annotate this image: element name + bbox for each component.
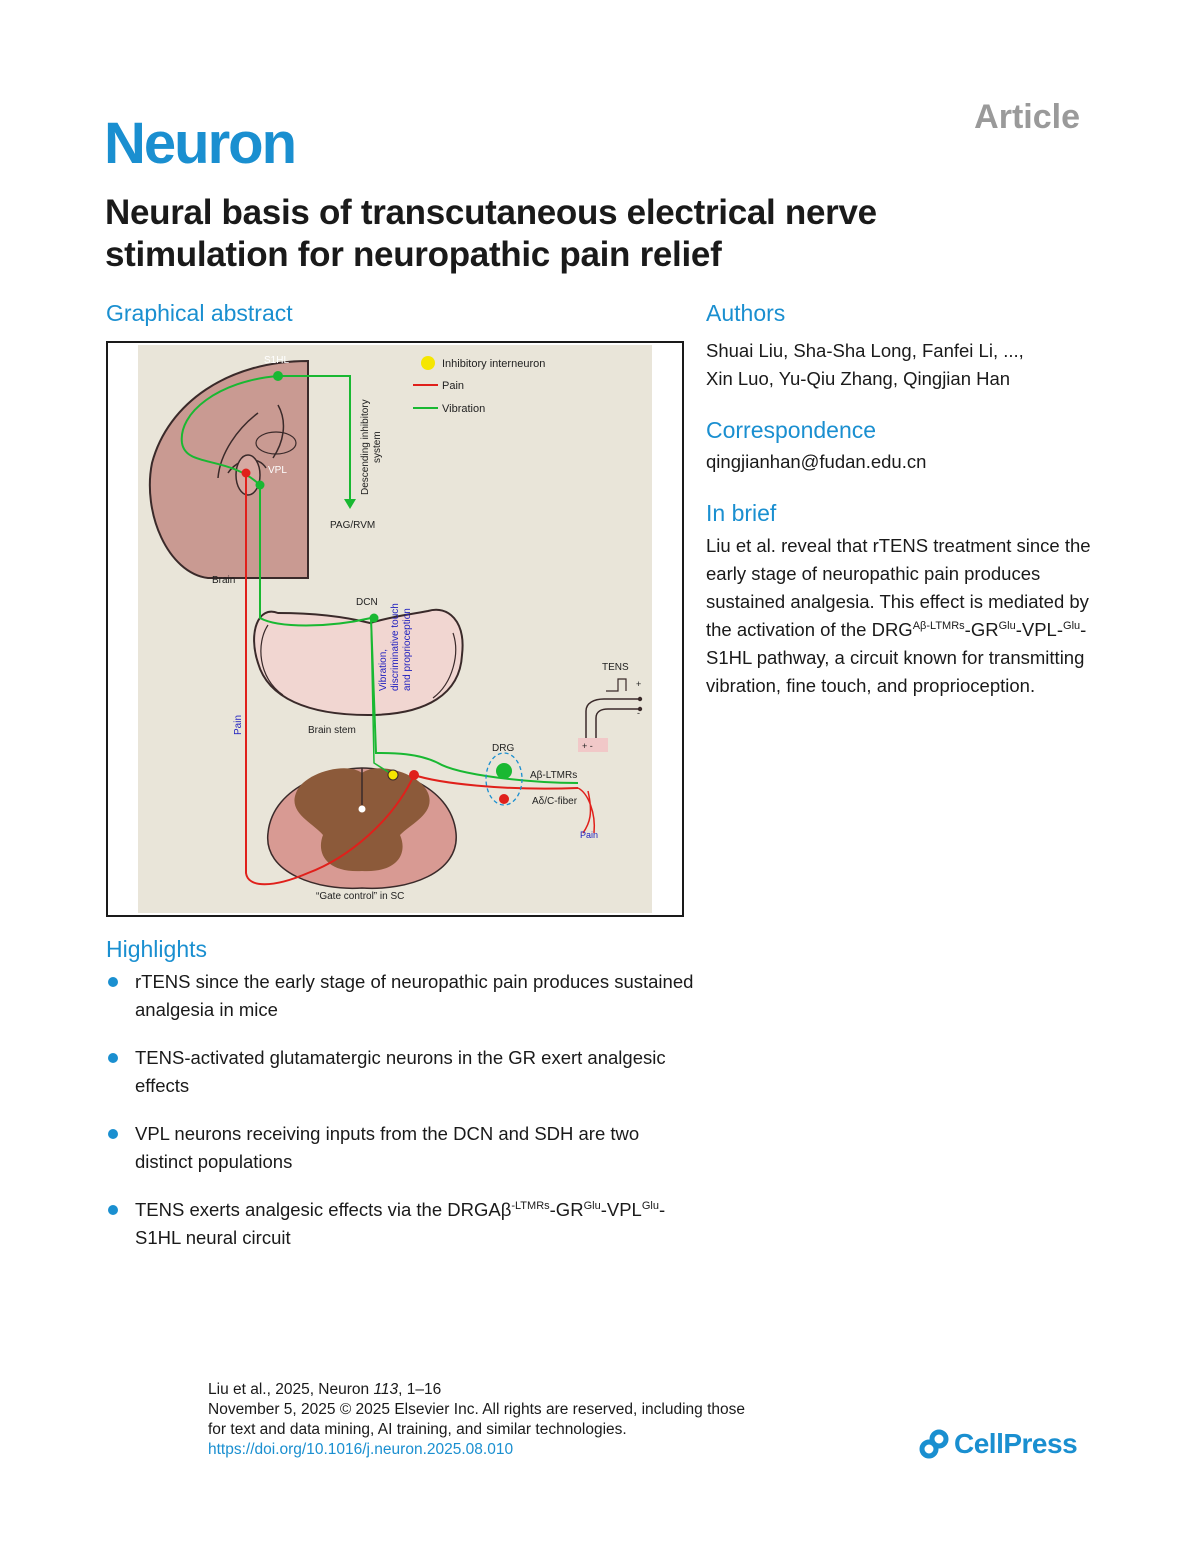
tens-terminal-plus [637, 696, 643, 702]
copyright-line: November 5, 2025 © 2025 Elsevier Inc. Al… [208, 1401, 745, 1418]
brain-stem-label: Brain stem [308, 725, 356, 736]
cellpress-icon [919, 1429, 949, 1459]
s1hl-label: S1HL [264, 355, 289, 366]
legend-inhibitory-label: Inhibitory interneuron [442, 358, 545, 370]
vpl-label: VPL [268, 465, 287, 476]
bullet-icon [108, 977, 118, 987]
author-list: Shuai Liu, Sha-Sha Long, Fanfei Li, ...,… [706, 337, 1096, 393]
cellpress-wordmark: CellPress [954, 1428, 1078, 1459]
descending-label-2: system [372, 431, 383, 463]
descending-arrowhead [344, 499, 356, 509]
inhibitory-interneuron [387, 769, 399, 781]
bullet-icon [108, 1205, 118, 1215]
correspondence-email[interactable]: qingjianhan@fudan.edu.cn [706, 451, 927, 472]
pain-terminal-label: Pain [580, 830, 598, 840]
journal-logo: Neuron [104, 111, 297, 176]
pain-vertical-label: Pain [233, 715, 244, 735]
brain-label: Brain [212, 575, 235, 586]
descending-label-1: Descending inhibitory [360, 399, 371, 495]
drg-ab-neuron [496, 763, 512, 779]
central-canal [358, 805, 366, 813]
pain-endings [577, 787, 596, 834]
gate-control-label: “Gate control” in SC [316, 891, 404, 902]
authors-heading: Authors [706, 300, 786, 326]
highlight-item: TENS exerts analgesic effects via the DR… [106, 1196, 696, 1252]
vpl-vibration-neuron [255, 480, 265, 490]
vibration-label-3: and proprioception [402, 608, 413, 691]
correspondence-heading: Correspondence [706, 417, 877, 443]
descending-pathway [278, 375, 351, 501]
tens-terminal-minus [637, 706, 643, 712]
thalamocortical-fiber [180, 375, 279, 486]
drg-c-neuron [499, 794, 509, 804]
copyright-line-2: for text and data mining, AI training, a… [208, 1421, 627, 1438]
bullet-icon [108, 1129, 118, 1139]
sdh-projection-neuron [409, 770, 419, 780]
page-title: Neural basis of transcutaneous electrica… [105, 193, 877, 274]
brain-stem-section [253, 608, 464, 717]
dcn-label: DCN [356, 597, 378, 608]
s1hl-neuron [273, 371, 283, 381]
pag-label: PAG/RVM [330, 520, 375, 531]
dcn-neuron [369, 613, 379, 623]
tens-plus-label: + [636, 679, 641, 689]
in-brief-heading: In brief [706, 500, 777, 526]
graphical-abstract-figure: Inhibitory interneuron Pain Vibration S1… [106, 341, 684, 917]
tens-electrode-pad [578, 738, 608, 752]
article-type: Article [974, 98, 1080, 136]
tens-circuit-diagram: Inhibitory interneuron Pain Vibration S1… [138, 345, 652, 913]
tens-minus-label: - [637, 708, 640, 718]
legend-vibration-label: Vibration [442, 403, 485, 415]
tens-wires [585, 698, 640, 748]
pain-pathway [245, 473, 579, 886]
drg-outline [485, 752, 523, 806]
vibration-label-2: discriminative touch [390, 603, 401, 691]
tens-pulse-icon [606, 678, 627, 692]
gray-matter [294, 768, 430, 872]
bullet-icon [108, 1053, 118, 1063]
cellpress-logo: CellPress [918, 1426, 1078, 1462]
ab-ltmr-label: Aβ-LTMRs [530, 770, 577, 781]
highlights-list: rTENS since the early stage of neuropath… [106, 968, 696, 1272]
ad-c-fiber-label: Aδ/C-fiber [532, 796, 578, 807]
highlight-item: rTENS since the early stage of neuropath… [106, 968, 696, 1024]
tens-label: TENS [602, 662, 629, 673]
drg-label: DRG [492, 743, 514, 754]
citation-footer: Liu et al., 2025, Neuron 113, 1–16 Novem… [208, 1380, 848, 1460]
highlight-item: TENS-activated glutamatergic neurons in … [106, 1044, 696, 1100]
vibration-label-1: Vibration, [378, 649, 389, 691]
author-line: Xin Luo, Yu-Qiu Zhang, Qingjian Han [706, 368, 1011, 389]
brain-stem-inner [260, 624, 457, 699]
legend-pain-label: Pain [442, 380, 464, 392]
dcn-collateral [370, 617, 394, 776]
electrode-label: + - [582, 741, 593, 751]
highlights-heading: Highlights [106, 936, 207, 962]
author-line: Shuai Liu, Sha-Sha Long, Fanfei Li, ..., [706, 340, 1024, 361]
graphical-abstract-heading: Graphical abstract [106, 300, 293, 326]
vpl-pain-neuron [241, 468, 251, 478]
hippocampus-shape [255, 431, 297, 455]
in-brief-text: Liu et al. reveal that rTENS treatment s… [706, 535, 1091, 696]
doi-link[interactable]: https://doi.org/10.1016/j.neuron.2025.08… [208, 1441, 514, 1458]
highlight-item: VPL neurons receiving inputs from the DC… [106, 1120, 696, 1176]
legend-inhibitory-swatch [421, 356, 435, 370]
citation-line: Liu et al., 2025, Neuron 113, 1–16 [208, 1381, 442, 1398]
